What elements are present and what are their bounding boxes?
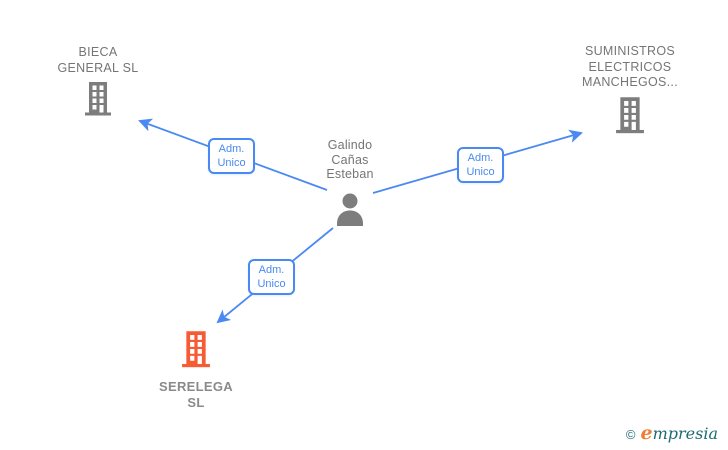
edge-label-adm-unico-bottom[interactable]: Adm. Unico bbox=[248, 259, 295, 295]
person-name: Galindo Cañas Esteban bbox=[300, 138, 400, 182]
copyright-icon: © bbox=[625, 427, 636, 442]
empresia-logo[interactable]: © empresia bbox=[626, 422, 718, 444]
company-node-serelega[interactable]: SERELEGA SL bbox=[146, 331, 246, 410]
building-icon-highlighted bbox=[146, 331, 246, 373]
building-icon bbox=[40, 82, 156, 121]
company-node-suministros[interactable]: SUMINISTROS ELECTRICOS MANCHEGOS... bbox=[563, 44, 697, 139]
edge-label-adm-unico-right[interactable]: Adm. Unico bbox=[457, 147, 504, 183]
person-node-galindo[interactable]: Galindo Cañas Esteban bbox=[300, 138, 400, 231]
company-name-bieca: BIECA GENERAL SL bbox=[40, 44, 156, 76]
brand-rest: mpresia bbox=[652, 424, 718, 443]
person-name-line: Esteban bbox=[326, 167, 374, 181]
person-icon bbox=[300, 193, 400, 231]
person-name-line: Galindo bbox=[327, 138, 373, 152]
building-icon bbox=[563, 96, 697, 139]
edge-label-adm-unico-left[interactable]: Adm. Unico bbox=[208, 138, 255, 174]
brand-first-letter: e bbox=[640, 422, 653, 444]
company-name-line: ELECTRICOS bbox=[588, 59, 672, 74]
brand-wordmark: empresia bbox=[641, 422, 719, 444]
company-name-suministros: SUMINISTROS ELECTRICOS MANCHEGOS... bbox=[563, 44, 697, 91]
company-name-line: MANCHEGOS... bbox=[582, 75, 678, 89]
company-name-line: GENERAL SL bbox=[57, 61, 139, 75]
person-name-line: Cañas bbox=[331, 152, 369, 167]
company-node-bieca[interactable]: BIECA GENERAL SL bbox=[40, 44, 156, 121]
company-name-line: BIECA bbox=[78, 45, 118, 59]
company-name-line: SL bbox=[187, 394, 205, 410]
company-name-serelega: SERELEGA SL bbox=[146, 379, 246, 410]
company-name-line: SERELEGA bbox=[159, 379, 233, 394]
company-name-line: SUMINISTROS bbox=[584, 44, 676, 58]
